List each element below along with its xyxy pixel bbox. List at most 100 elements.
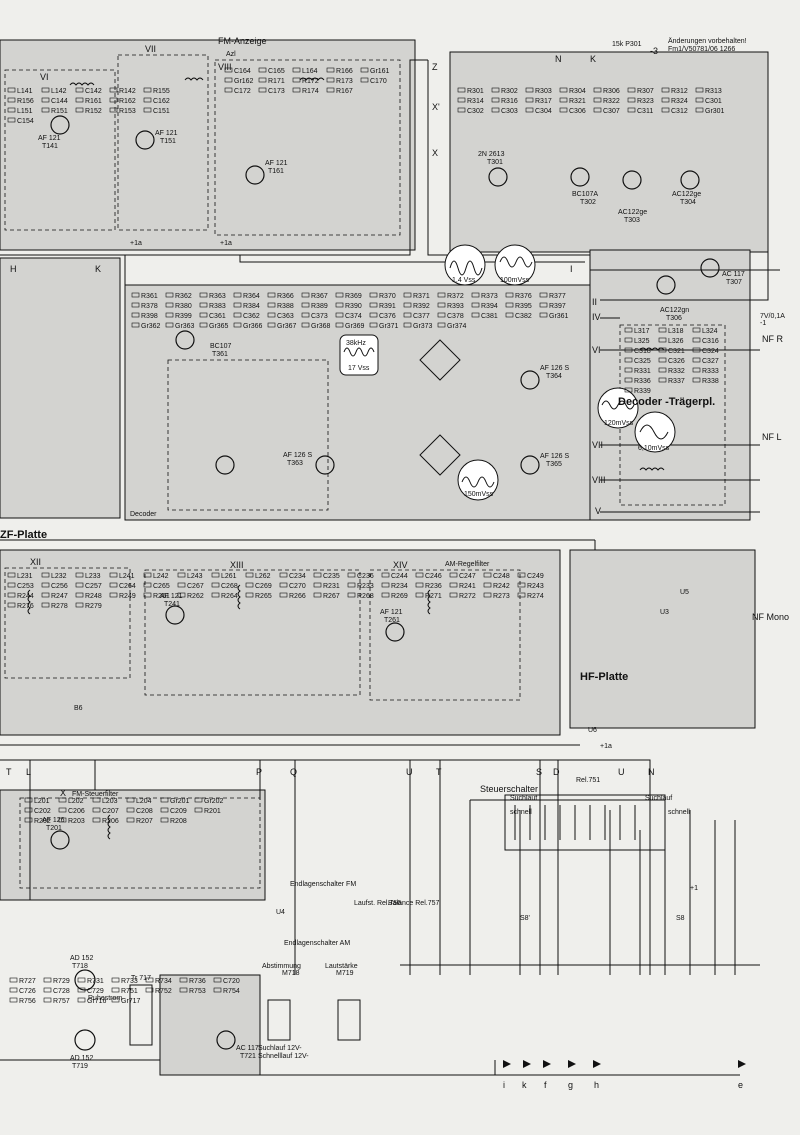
component-ref: L231 [17,573,33,580]
t301-ref: T301 [487,159,503,166]
component-symbol [335,302,344,308]
component-ref: R268 [357,593,374,600]
component-symbol [165,302,174,308]
component-symbol [335,292,344,298]
t201-type: AF 126 [42,817,65,824]
supply-1: +1a [130,240,142,247]
component-symbol [661,97,670,103]
component-symbol [7,97,16,103]
component-symbol [381,572,390,578]
component-ref: R729 [53,978,70,985]
transistor-t301 [488,167,508,187]
component-symbol [301,302,310,308]
component-ref: C726 [19,988,36,995]
decoder-board-top [449,51,769,253]
component-symbol [658,327,667,333]
arrow-k [523,1060,531,1068]
component-ref: R369 [345,293,362,300]
suchlauf-12v-label: Suchlauf 12V- [258,1045,302,1052]
component-ref: R756 [19,998,36,1005]
component-ref: Gr162 [234,78,254,85]
t261-ref: T261 [384,617,400,624]
wave-5 [639,424,669,440]
decoder-inner-shield [167,359,329,511]
component-ref: R174 [302,88,319,95]
supply-4: +1a [600,743,612,750]
component-ref: R751 [121,988,138,995]
transistor-t303 [622,170,642,190]
stage-h-label: H [10,264,17,274]
stage-xii-label: XII [30,557,41,567]
coil-l141 [69,82,95,86]
component-ref: C202 [34,808,51,815]
component-symbol [415,592,424,598]
component-ref: Gr367 [277,323,297,330]
scope-3-label-2: 17 Vss [348,365,370,372]
component-symbol [77,997,86,1003]
component-ref: R155 [153,88,170,95]
board-backgrounds [0,39,769,1076]
component-ref: C307 [603,108,620,115]
t141-ref: T141 [42,143,58,150]
component-ref: L241 [119,573,135,580]
component-symbol [658,337,667,343]
component-ref: Gr363 [175,323,195,330]
component-symbol [24,817,33,823]
component-symbol [624,357,633,363]
t307-type: AC 117 [722,271,745,278]
component-symbol [525,87,534,93]
component-ref: C728 [53,988,70,995]
component-symbol [449,572,458,578]
coil-l203 [107,814,111,840]
wire-3 [600,250,769,513]
wire-7 [0,1059,740,1076]
component-ref: R331 [634,368,651,375]
arrow-f [543,1060,551,1068]
component-ref: R156 [17,98,34,105]
component-symbol [658,367,667,373]
component-ref: R322 [603,98,620,105]
component-ref: R338 [702,378,719,385]
steuerschalter-title: Steuerschalter [480,784,538,794]
component-ref: R162 [119,98,136,105]
transistor-t161 [245,165,265,185]
node-z: Z [432,62,438,72]
rail-viii: VIII [592,475,606,485]
transistor-t141 [50,115,70,135]
component-ref: R231 [323,583,340,590]
tr717-label: Tr 717 [131,975,151,982]
component-symbol [143,87,152,93]
component-symbol [24,797,33,803]
component-symbol [624,387,633,393]
component-ref: R207 [136,818,153,825]
component-symbol [58,797,67,803]
stage-xiii-shield [144,569,361,696]
component-ref: R273 [493,593,510,600]
decoder-traeger-title: Decoder -Trägerpl. [618,396,715,408]
component-symbol [165,292,174,298]
component-symbol [279,592,288,598]
component-symbol [313,582,322,588]
component-ref: Gr301 [705,108,725,115]
component-symbol [661,107,670,113]
transistor-t241 [165,605,185,625]
node-x: X [432,148,438,158]
component-ref: R316 [501,98,518,105]
shield-outlines [4,54,726,889]
component-symbol [559,87,568,93]
component-symbol [539,302,548,308]
component-ref: L202 [68,798,84,805]
component-ref: R201 [204,808,221,815]
t302-ref: T302 [580,199,596,206]
transistor-t365 [520,455,540,475]
component-ref: R248 [85,593,102,600]
component-ref: C207 [102,808,119,815]
steuerschalter-bank [504,794,666,851]
component-ref: R397 [549,303,566,310]
component-ref: R262 [187,593,204,600]
component-symbol [109,87,118,93]
component-symbol [457,87,466,93]
component-symbol [111,997,120,1003]
component-symbol [457,107,466,113]
